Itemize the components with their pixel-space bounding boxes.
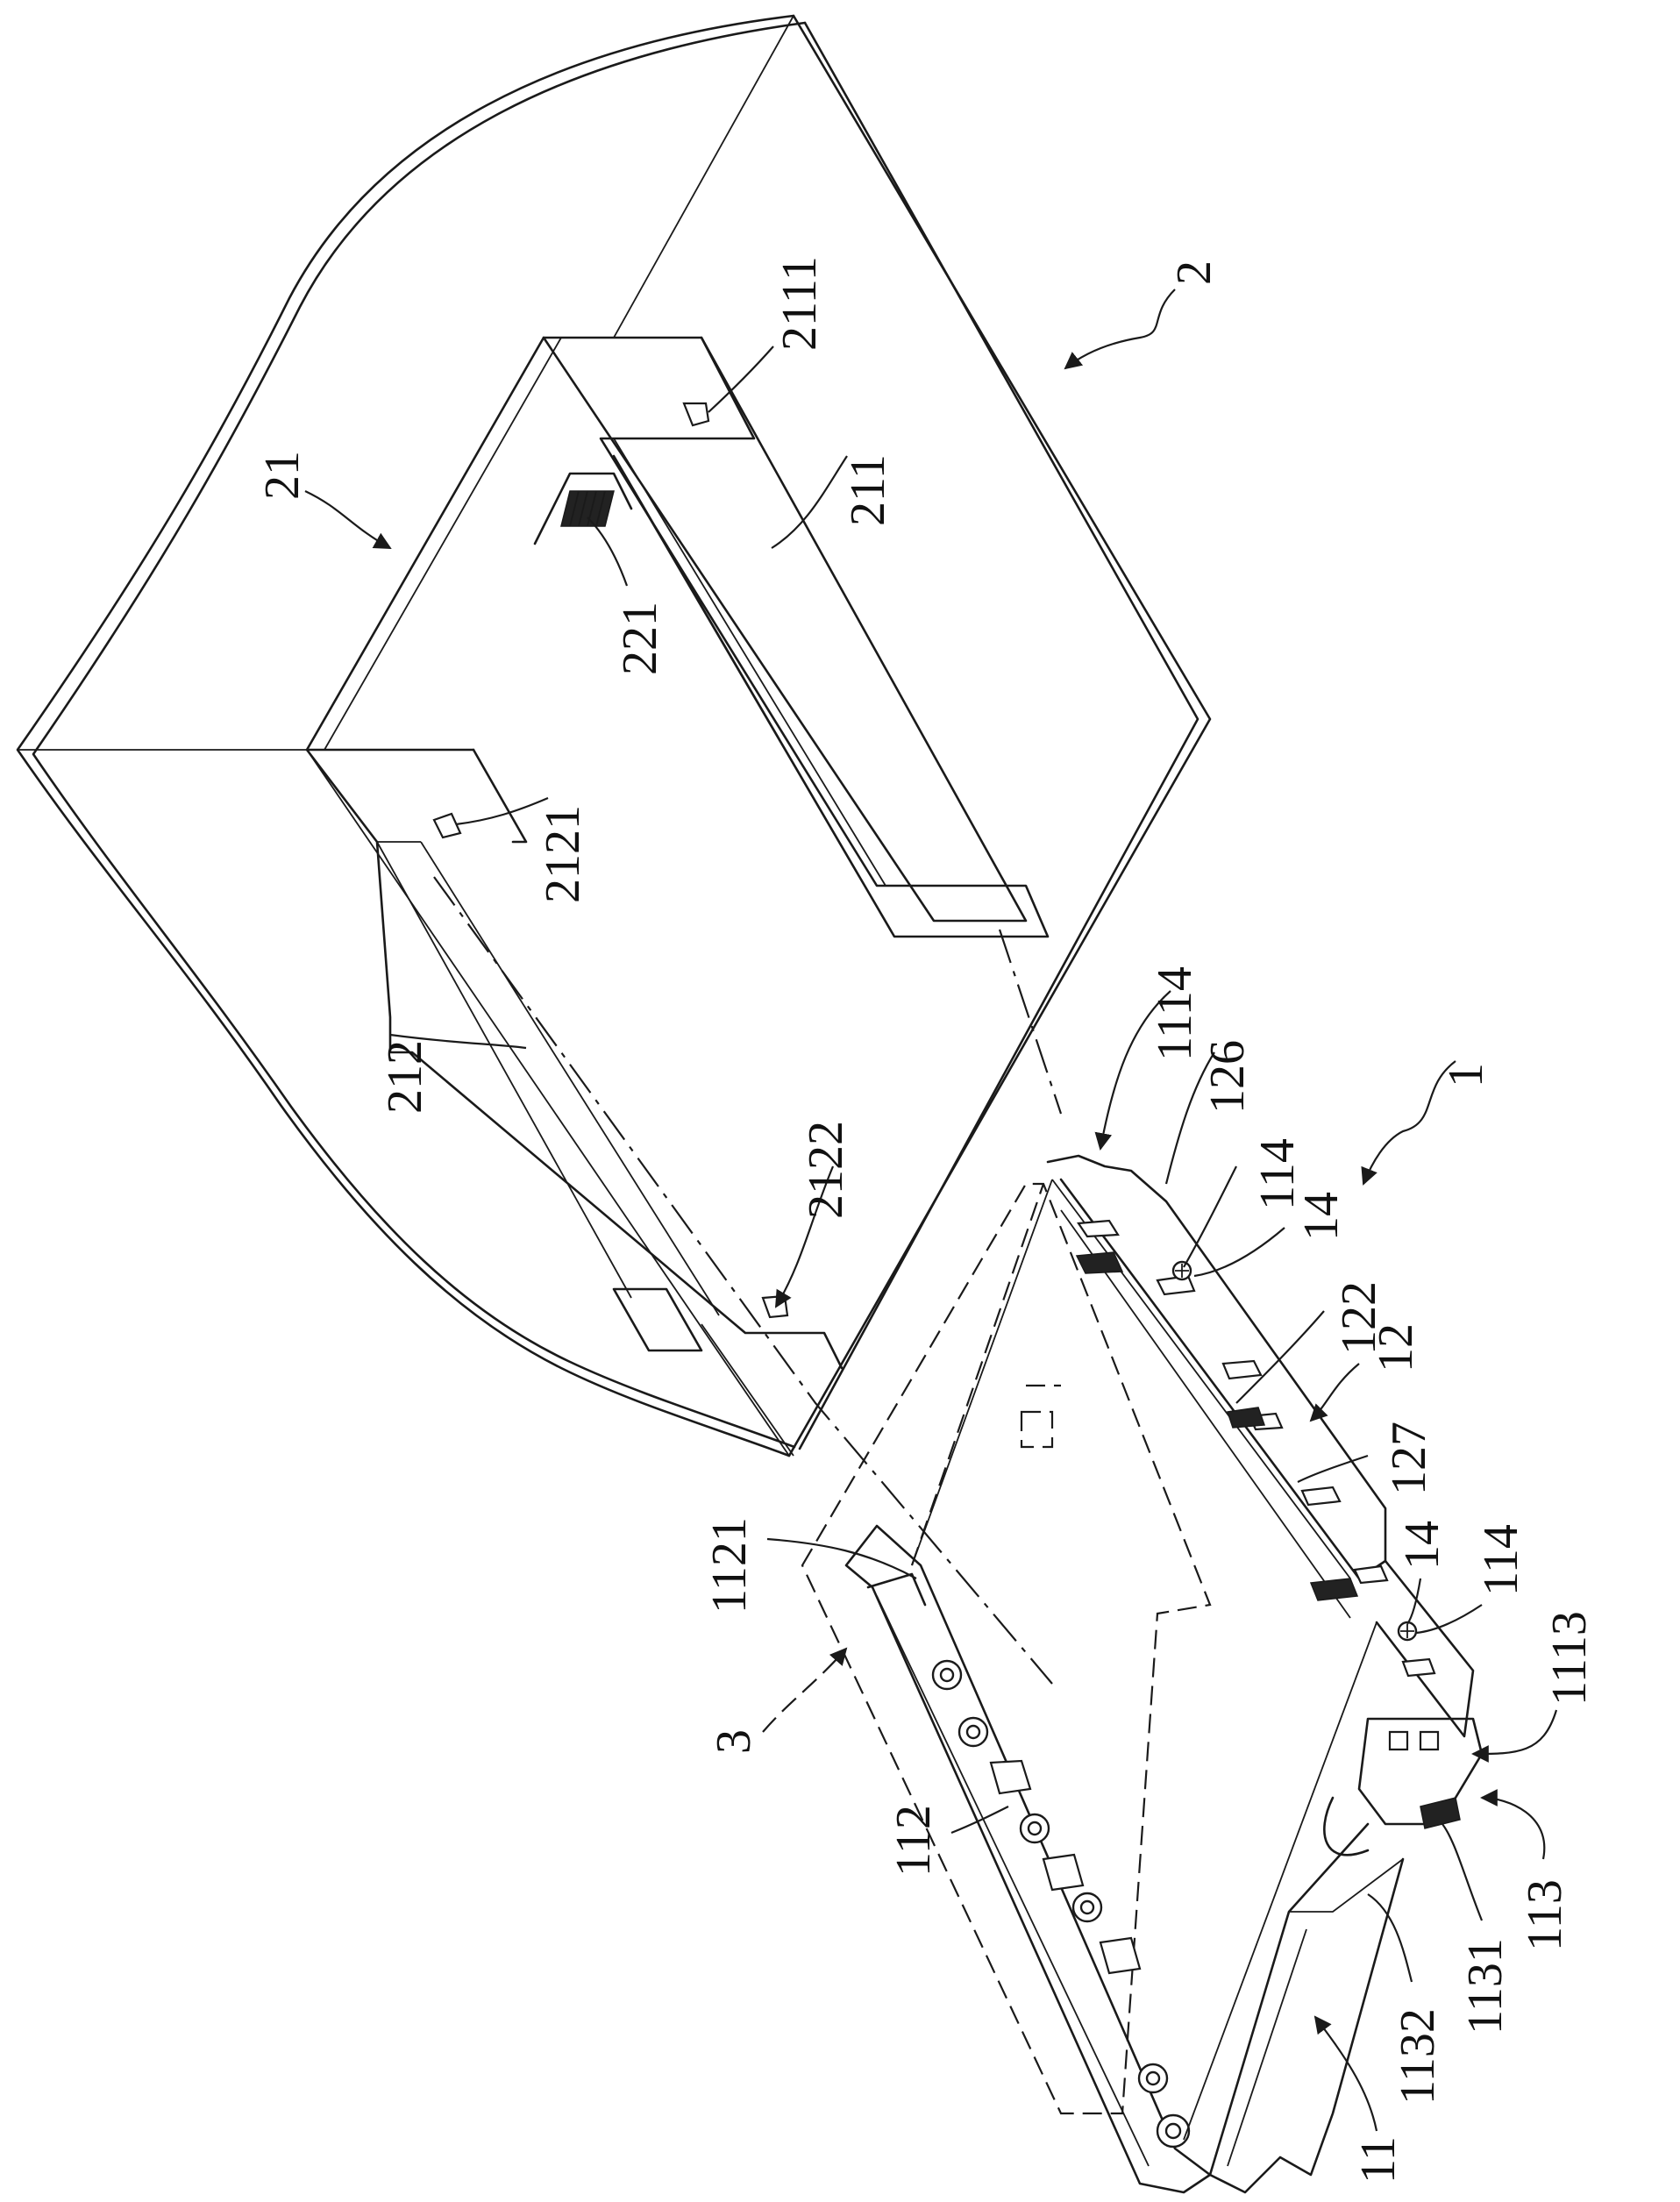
- label-113: 113: [1518, 1879, 1572, 1951]
- label-1: 1: [1439, 1063, 1493, 1087]
- label-126: 126: [1200, 1040, 1255, 1114]
- rail-211: [601, 338, 1048, 937]
- label-21: 21: [255, 451, 310, 500]
- drive-outline: [802, 1184, 1210, 2113]
- label-1114: 1114: [1148, 966, 1202, 1061]
- notch-2122: [763, 1296, 787, 1317]
- hard-drive-3: [802, 1184, 1210, 2113]
- label-1113: 1113: [1542, 1611, 1597, 1706]
- label-1132: 1132: [1391, 2008, 1445, 2105]
- label-3: 3: [707, 1729, 761, 1754]
- label-2121: 2121: [536, 805, 590, 903]
- label-212: 212: [378, 1040, 432, 1114]
- drive-cage: [307, 338, 1061, 1684]
- label-12: 12: [1369, 1323, 1423, 1372]
- label-14-bottom: 14: [1395, 1521, 1449, 1570]
- label-2111: 2111: [772, 256, 827, 351]
- label-14-top: 14: [1294, 1192, 1349, 1241]
- connector-221: [535, 474, 631, 544]
- drive-carrier-1: [846, 1156, 1482, 2192]
- label-211: 211: [841, 454, 895, 526]
- label-1131: 1131: [1458, 1938, 1513, 2035]
- latch-tab-1131: [1420, 1798, 1460, 1828]
- label-2122: 2122: [799, 1121, 853, 1219]
- label-2: 2: [1167, 260, 1221, 285]
- label-112: 112: [886, 1805, 941, 1877]
- tab-1121: [868, 1574, 925, 1605]
- label-127: 127: [1382, 1422, 1436, 1495]
- notch-2121: [434, 814, 460, 837]
- label-221: 221: [613, 602, 667, 675]
- label-11: 11: [1351, 2136, 1406, 2184]
- server-chassis: [18, 16, 1210, 1456]
- chassis-break-edge: [18, 16, 794, 1456]
- label-114-bottom: 114: [1474, 1524, 1528, 1596]
- reference-numerals: 2 21 2111 211 221 2121 212 2122 1114 126…: [255, 256, 1597, 2184]
- notch-2111: [684, 403, 708, 425]
- chassis-right-edge: [789, 16, 1210, 1456]
- label-1121: 1121: [702, 1517, 757, 1614]
